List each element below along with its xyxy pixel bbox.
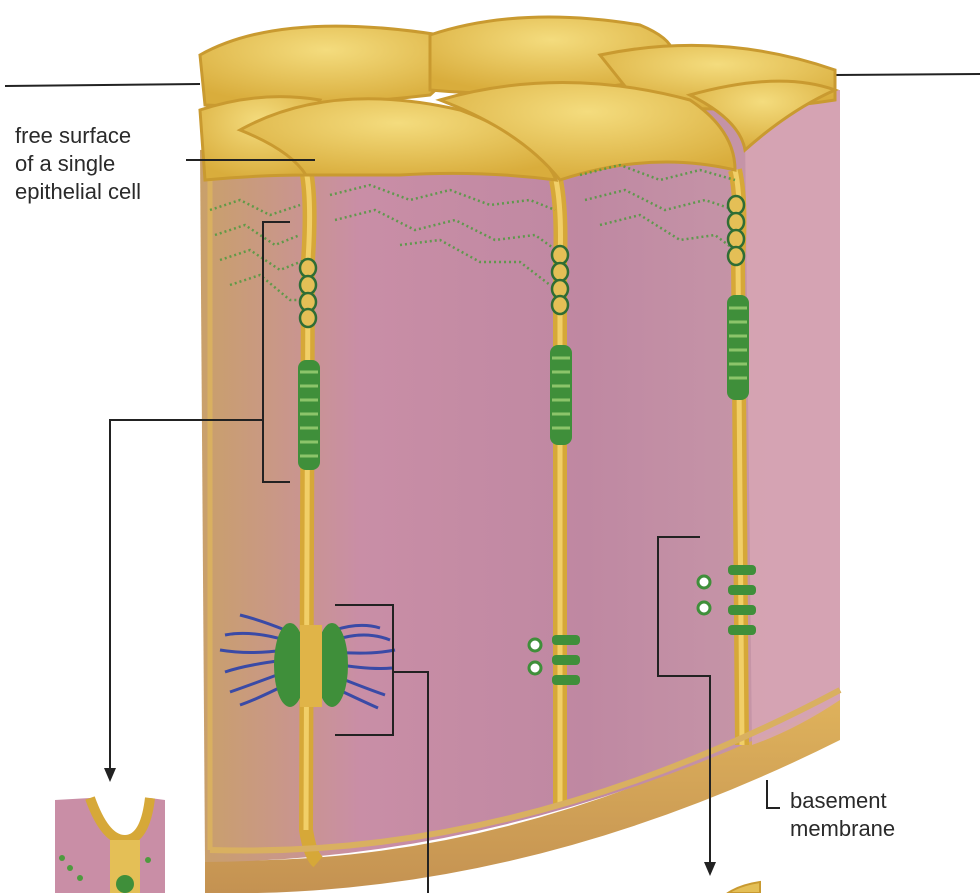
apical-dome-back-left bbox=[200, 26, 453, 106]
arrow-gap-junction bbox=[704, 862, 716, 876]
top-left-rule bbox=[5, 84, 200, 86]
free-surface-line-3: epithelial cell bbox=[15, 178, 141, 206]
free-surface-line-1: free surface bbox=[15, 122, 141, 150]
right-cell-face bbox=[745, 90, 840, 745]
top-right-rule bbox=[835, 74, 980, 75]
free-surface-line-2: of a single bbox=[15, 150, 141, 178]
basement-membrane-line-1: basement bbox=[790, 787, 895, 815]
free-surface-label: free surface of a single epithelial cell bbox=[15, 122, 141, 206]
basement-membrane-line-2: membrane bbox=[790, 815, 895, 843]
enlarged-tight-junction bbox=[55, 798, 165, 893]
arrow-tight-junction bbox=[104, 768, 116, 782]
basement-membrane-label: basement membrane bbox=[790, 787, 895, 843]
enlarged-gap-junction-edge bbox=[728, 882, 760, 893]
